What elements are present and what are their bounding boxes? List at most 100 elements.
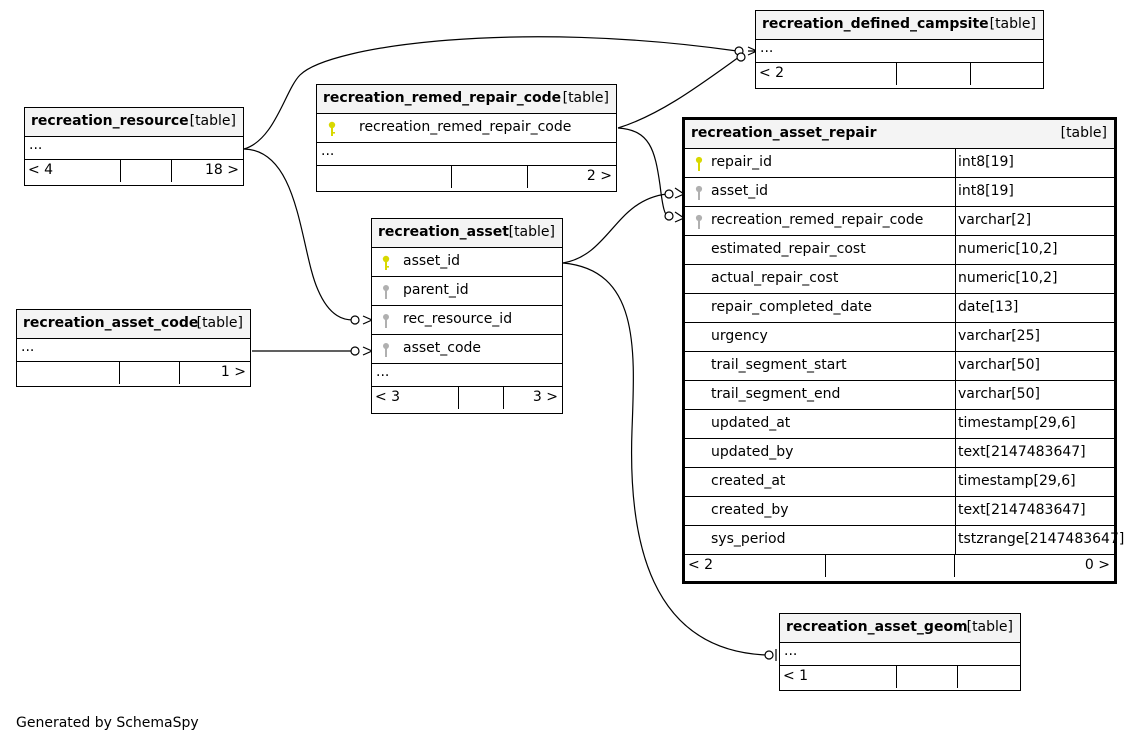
column-type: varchar[25] bbox=[958, 328, 1040, 344]
table-recreation-resource[interactable]: recreation_resource [table] ... < 4 18 > bbox=[24, 107, 244, 186]
column-name: trail_segment_end bbox=[711, 386, 841, 402]
column-type: date[13] bbox=[958, 299, 1019, 315]
table-header: recreation_defined_campsite [table] bbox=[756, 11, 1043, 40]
column-name: rec_resource_id bbox=[403, 311, 513, 327]
table-name: recreation_asset bbox=[378, 224, 509, 240]
more-columns: ... bbox=[780, 643, 1020, 666]
column-type: numeric[10,2] bbox=[958, 270, 1058, 286]
table-name: recreation_asset_geom bbox=[786, 619, 968, 635]
table-recreation-remed-repair-code[interactable]: recreation_remed_repair_code [table] rec… bbox=[316, 84, 617, 192]
column-type: int8[19] bbox=[958, 154, 1014, 170]
table-recreation-asset-code[interactable]: recreation_asset_code [table] ... 1 > bbox=[16, 309, 251, 387]
children-count: 3 > bbox=[532, 389, 558, 405]
table-kind: [table] bbox=[508, 224, 555, 240]
column-row[interactable]: trail_segment_end varchar[50] bbox=[685, 381, 1114, 410]
column-name: actual_repair_cost bbox=[711, 270, 839, 286]
table-recreation-asset-geom[interactable]: recreation_asset_geom [table] ... < 1 bbox=[779, 613, 1021, 691]
table-header: recreation_asset_repair [table] bbox=[685, 120, 1114, 149]
table-name: recreation_defined_campsite bbox=[762, 16, 989, 32]
table-kind: [table] bbox=[196, 315, 243, 331]
column-name: parent_id bbox=[403, 282, 469, 298]
column-type: text[2147483647] bbox=[958, 502, 1086, 518]
table-kind: [table] bbox=[989, 16, 1036, 32]
column-row[interactable]: updated_by text[2147483647] bbox=[685, 439, 1114, 468]
parents-count: < 1 bbox=[783, 668, 809, 684]
more-columns: ... bbox=[25, 137, 243, 160]
table-footer: < 2 0 > bbox=[685, 555, 1114, 577]
children-count: 2 > bbox=[586, 168, 612, 184]
column-name: asset_id bbox=[403, 253, 461, 269]
column-type: varchar[50] bbox=[958, 357, 1040, 373]
foreign-key-icon bbox=[695, 185, 703, 200]
foreign-key-icon bbox=[383, 343, 389, 357]
table-recreation-asset-repair[interactable]: recreation_asset_repair [table] repair_i… bbox=[682, 117, 1124, 584]
table-header: recreation_remed_repair_code [table] bbox=[317, 85, 616, 114]
column-type: timestamp[29,6] bbox=[958, 415, 1076, 431]
column-type: tstzrange[2147483647] bbox=[958, 531, 1125, 547]
column-row[interactable]: asset_id bbox=[372, 248, 562, 277]
column-name: asset_id bbox=[711, 183, 769, 199]
column-row[interactable]: recreation_remed_repair_code bbox=[317, 114, 616, 143]
column-name: estimated_repair_cost bbox=[711, 241, 866, 257]
column-type: numeric[10,2] bbox=[958, 241, 1058, 257]
table-name: recreation_resource bbox=[31, 113, 189, 129]
edge-resource-asset bbox=[243, 148, 354, 321]
table-kind: [table] bbox=[1060, 125, 1107, 141]
table-recreation-defined-campsite[interactable]: recreation_defined_campsite [table] ... … bbox=[755, 10, 1044, 89]
primary-key-icon bbox=[328, 121, 336, 136]
table-header: recreation_asset_geom [table] bbox=[780, 614, 1020, 643]
table-header: recreation_resource [table] bbox=[25, 108, 243, 137]
table-header: recreation_asset_code [table] bbox=[17, 310, 250, 339]
column-row[interactable]: estimated_repair_cost numeric[10,2] bbox=[685, 236, 1114, 265]
column-row[interactable]: parent_id bbox=[372, 277, 562, 306]
column-name: repair_completed_date bbox=[711, 299, 873, 315]
table-header: recreation_asset [table] bbox=[372, 219, 562, 248]
edge-asset-repair bbox=[562, 193, 668, 264]
column-name: asset_code bbox=[403, 340, 482, 356]
table-footer: 2 > bbox=[317, 166, 616, 188]
table-footer: < 3 3 > bbox=[372, 387, 562, 409]
parents-count: < 4 bbox=[28, 162, 54, 178]
column-type: text[2147483647] bbox=[958, 444, 1086, 460]
table-recreation-asset[interactable]: recreation_asset [table] asset_id parent… bbox=[371, 218, 563, 414]
more-columns: ... bbox=[756, 40, 1043, 63]
column-row[interactable]: trail_segment_start varchar[50] bbox=[685, 352, 1114, 381]
children-count: 1 > bbox=[220, 364, 246, 380]
table-footer: < 1 bbox=[780, 666, 1020, 688]
column-name: updated_at bbox=[711, 415, 791, 431]
column-row[interactable]: asset_code bbox=[372, 335, 562, 364]
column-row[interactable]: created_at timestamp[29,6] bbox=[685, 468, 1114, 497]
column-row[interactable]: actual_repair_cost numeric[10,2] bbox=[685, 265, 1114, 294]
table-name: recreation_asset_code bbox=[23, 315, 199, 331]
column-name: recreation_remed_repair_code bbox=[359, 119, 572, 135]
foreign-key-icon bbox=[695, 214, 703, 229]
column-row[interactable]: repair_completed_date date[13] bbox=[685, 294, 1114, 323]
more-columns: ... bbox=[17, 339, 250, 362]
column-name: trail_segment_start bbox=[711, 357, 847, 373]
children-count: 0 > bbox=[1084, 557, 1110, 573]
table-kind: [table] bbox=[562, 90, 609, 106]
column-row[interactable]: updated_at timestamp[29,6] bbox=[685, 410, 1114, 439]
column-row[interactable]: rec_resource_id bbox=[372, 306, 562, 335]
column-type: timestamp[29,6] bbox=[958, 473, 1076, 489]
table-footer: < 4 18 > bbox=[25, 160, 243, 182]
parents-count: < 2 bbox=[759, 65, 785, 81]
column-name: updated_by bbox=[711, 444, 794, 460]
column-type: varchar[2] bbox=[958, 212, 1032, 228]
generated-by-footer: Generated by SchemaSpy bbox=[16, 715, 199, 731]
edge-remed-repair bbox=[617, 127, 669, 217]
parents-count: < 3 bbox=[375, 389, 401, 405]
edge-asset-geom bbox=[562, 262, 767, 656]
column-type: varchar[50] bbox=[958, 386, 1040, 402]
table-name: recreation_remed_repair_code bbox=[323, 90, 562, 106]
more-columns: ... bbox=[317, 143, 616, 166]
primary-key-icon bbox=[695, 156, 703, 171]
column-name: created_at bbox=[711, 473, 786, 489]
